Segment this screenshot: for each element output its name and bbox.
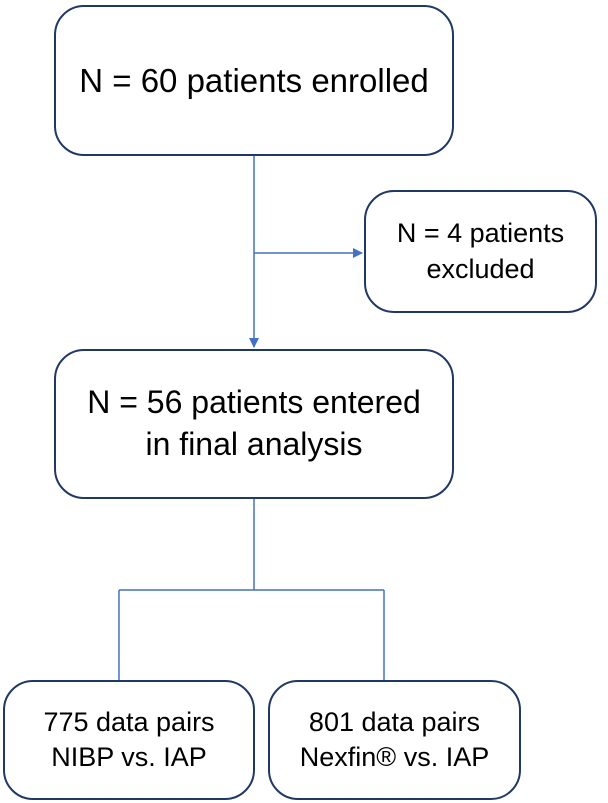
node-final-analysis: N = 56 patients entered in final analysi… (54, 349, 454, 499)
node-enrolled-line-1: N = 60 patients enrolled (79, 61, 429, 99)
node-enrolled: N = 60 patients enrolled (54, 5, 454, 156)
node-excluded-line-2: excluded (426, 253, 535, 284)
node-nexfin-line-1: 801 data pairs (308, 706, 481, 737)
node-excluded: N = 4 patients excluded (364, 190, 597, 313)
node-final-line-1: N = 56 patients entered (87, 384, 421, 421)
node-final-line-2: in final analysis (145, 426, 363, 462)
node-nexfin-line-2: Nexfin® vs. IAP (299, 742, 490, 772)
node-nibp-pairs: 775 data pairs NIBP vs. IAP (3, 680, 255, 800)
node-excluded-line-1: N = 4 patients (396, 218, 565, 249)
node-nibp-line-2: NIBP vs. IAP (51, 742, 207, 772)
node-nexfin-pairs: 801 data pairs Nexfin® vs. IAP (268, 680, 521, 800)
node-nibp-line-1: 775 data pairs (43, 706, 215, 737)
